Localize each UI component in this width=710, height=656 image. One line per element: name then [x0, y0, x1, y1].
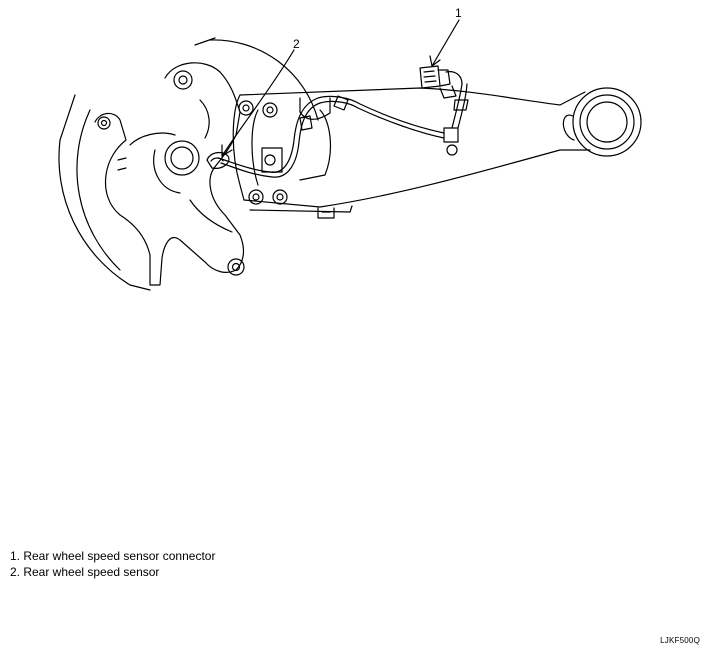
- legend-item-1: 1. Rear wheel speed sensor connector: [10, 549, 216, 563]
- sensor-head: [206, 151, 230, 169]
- sensor-harness: [206, 71, 469, 178]
- suspension-arm: [232, 87, 642, 219]
- brake-disc: [58, 37, 319, 291]
- callout-leaders: [221, 19, 460, 157]
- legend-item-2: 2. Rear wheel speed sensor: [10, 565, 160, 579]
- figure-code: LJKF500Q: [660, 636, 700, 645]
- knuckle: [94, 62, 245, 286]
- callout-number-1: 1: [455, 6, 462, 20]
- callout-number-2: 2: [293, 37, 300, 51]
- sensor-connector: [419, 65, 457, 99]
- legend: 1. Rear wheel speed sensor connector 2. …: [10, 548, 215, 580]
